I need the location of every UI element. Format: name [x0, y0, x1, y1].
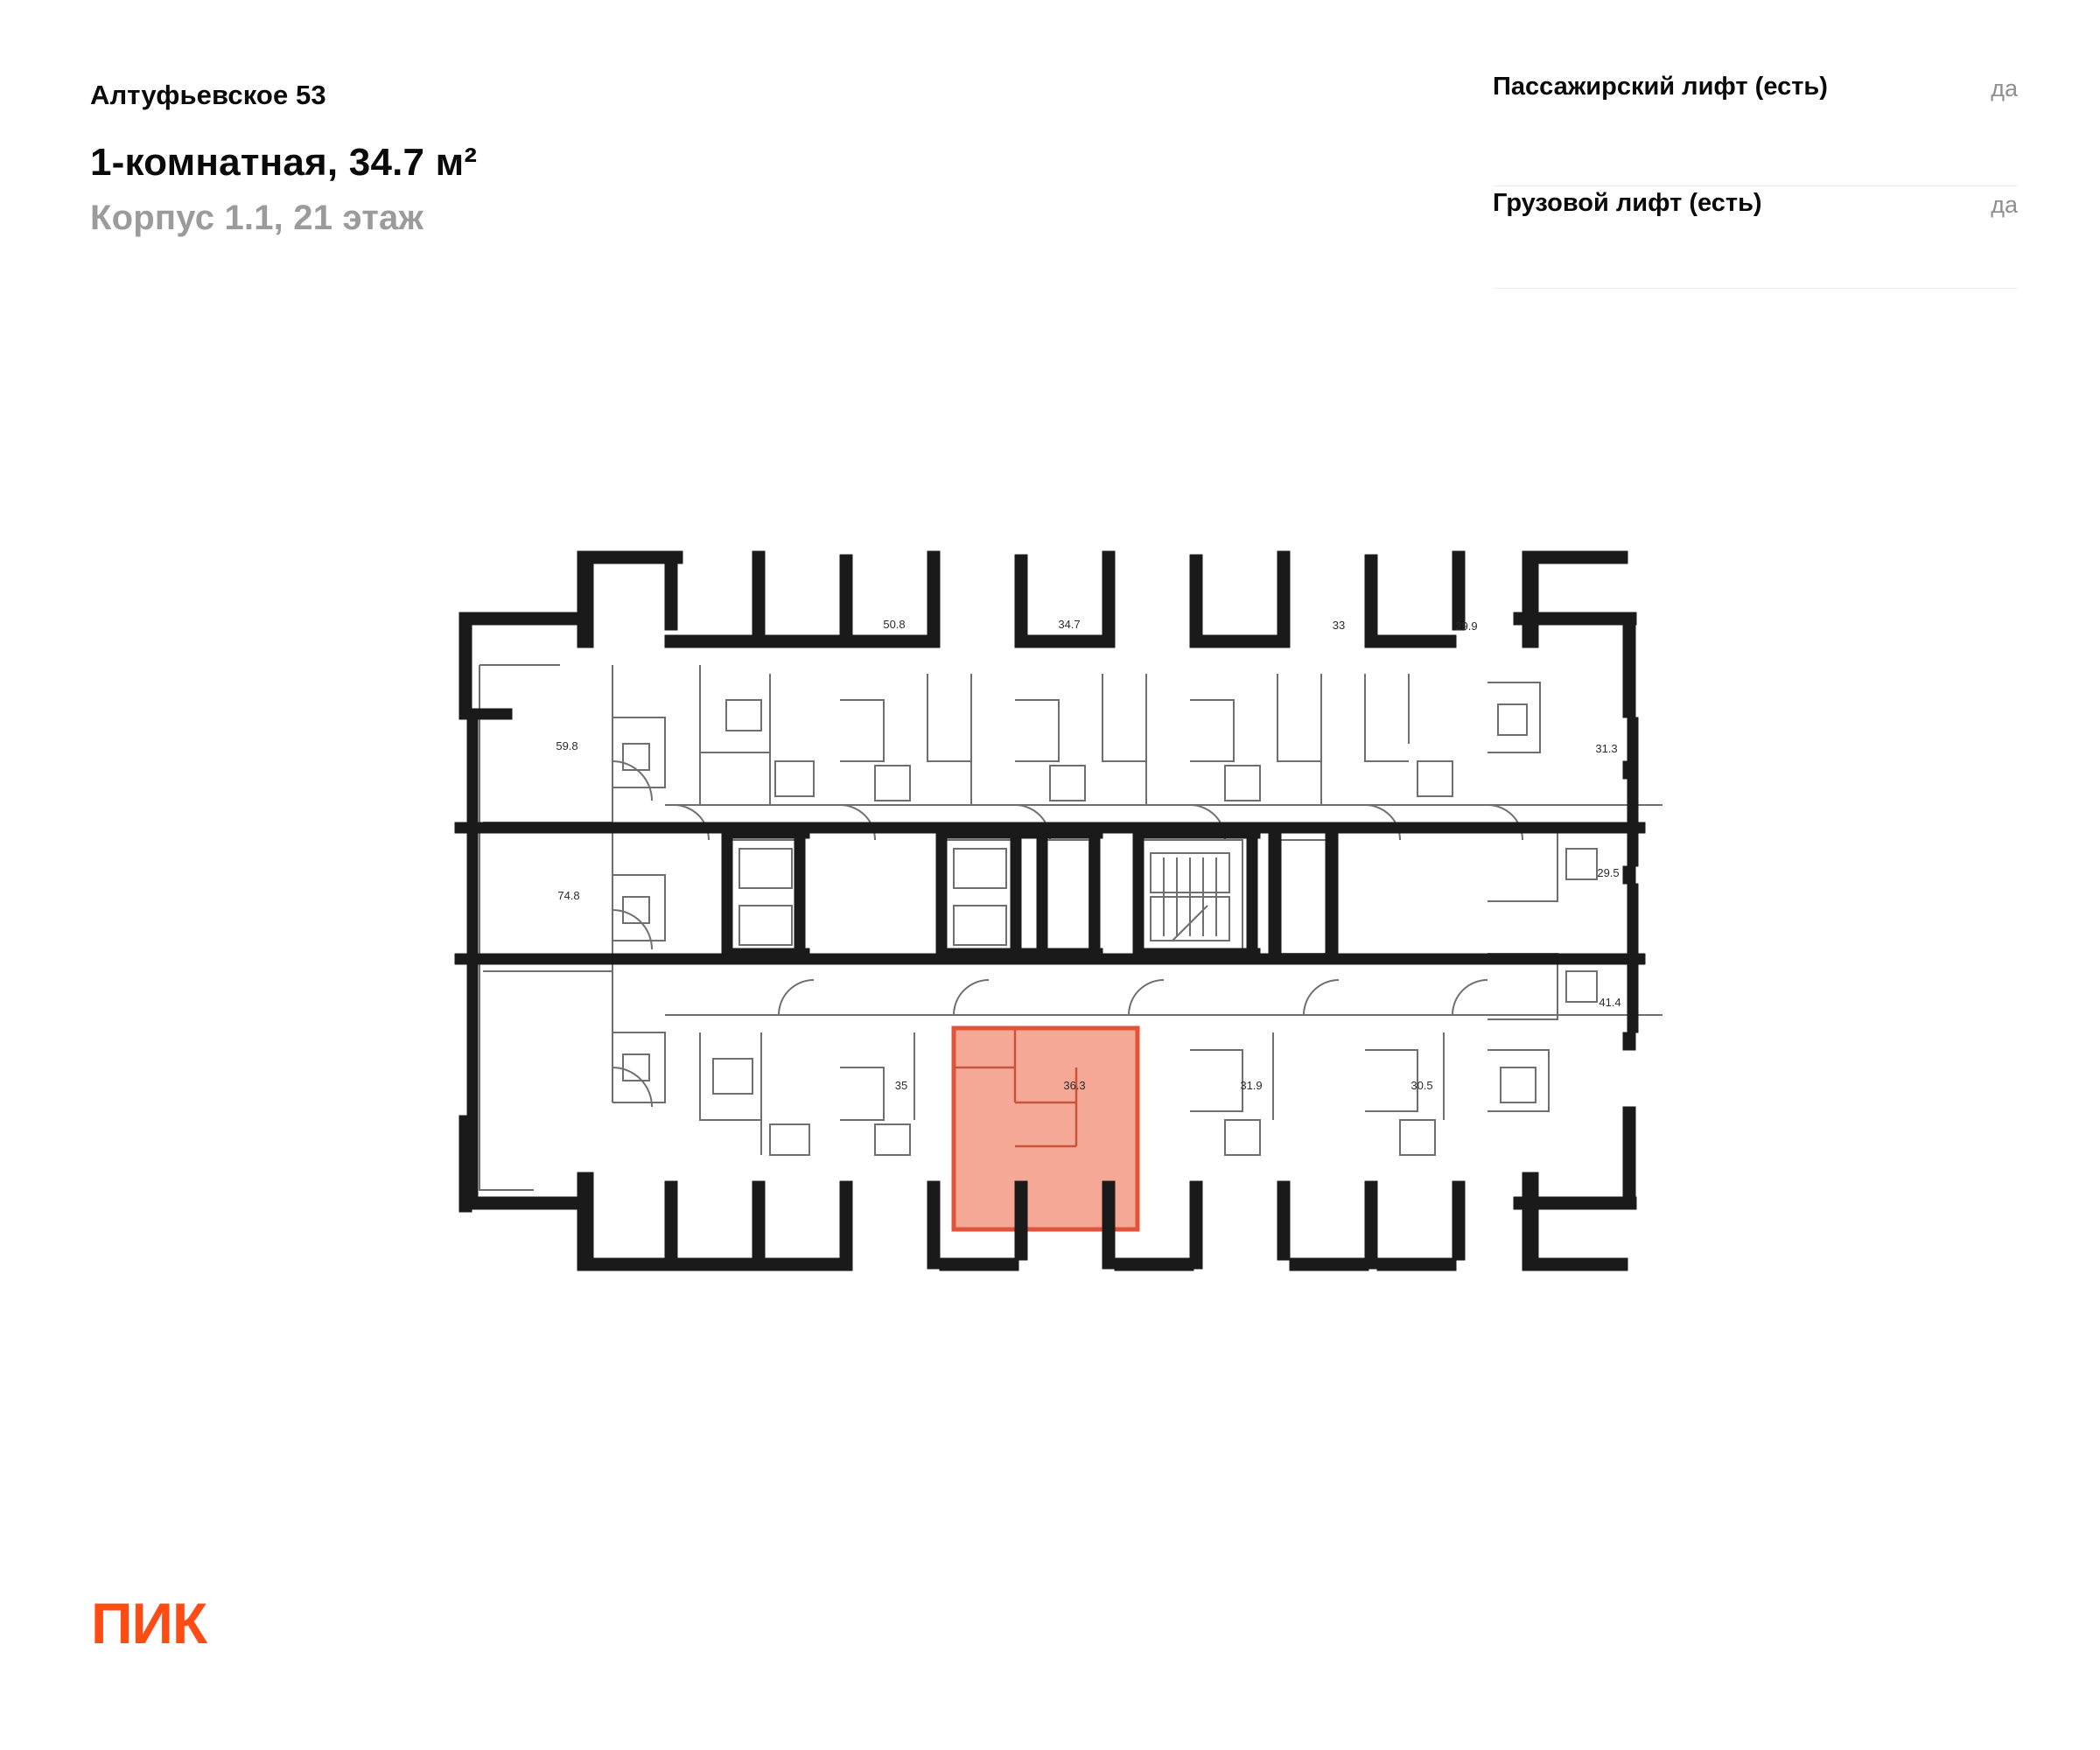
pik-logo: ПИК	[91, 1591, 207, 1656]
plan-area-labels: 50.8 34.7 33 29.9 59.8 31.3 74.8 29.5 41…	[556, 618, 1620, 1092]
complex-name: Алтуфьевское 53	[90, 80, 326, 110]
plan-thin-lines	[479, 664, 1662, 1191]
plan-structural-walls	[454, 550, 1646, 1271]
floor-plan-drawing[interactable]: 50.8 34.7 33 29.9 59.8 31.3 74.8 29.5 41…	[0, 542, 2100, 1418]
spec-row: Грузовой лифт (есть) да	[1493, 186, 2018, 289]
area-label: 50.8	[883, 618, 905, 631]
area-label: 35	[895, 1079, 907, 1092]
area-label: 31.9	[1240, 1079, 1262, 1092]
title-block: Алтуфьевское 53 1-комнатная, 34.7 м² Кор…	[90, 80, 477, 238]
spec-label-passenger-lift: Пассажирский лифт (есть)	[1493, 73, 1828, 101]
area-label: 33	[1333, 619, 1345, 632]
spec-label-freight-lift: Грузовой лифт (есть)	[1493, 189, 1762, 217]
building-floor-subtitle: Корпус 1.1, 21 этаж	[90, 198, 424, 237]
spec-row: Пассажирский лифт (есть) да	[1493, 70, 2018, 186]
spec-value-passenger-lift: да	[1991, 75, 2018, 102]
spec-value-freight-lift: да	[1991, 192, 2018, 218]
area-label: 31.3	[1595, 742, 1617, 755]
area-label: 30.5	[1410, 1079, 1432, 1092]
area-label: 41.4	[1599, 996, 1620, 1009]
page-header: Алтуфьевское 53 1-комнатная, 34.7 м² Кор…	[0, 0, 2100, 298]
area-label: 29.5	[1597, 866, 1619, 879]
specs-list: Пассажирский лифт (есть) да Грузовой лиф…	[1493, 70, 2018, 289]
area-label: 59.8	[556, 739, 578, 752]
area-label: 74.8	[557, 889, 579, 902]
floor-plan-container: 50.8 34.7 33 29.9 59.8 31.3 74.8 29.5 41…	[0, 542, 2100, 1505]
area-label: 34.7	[1058, 618, 1080, 631]
area-label: 29.9	[1455, 620, 1477, 633]
area-label-highlighted: 36.3	[1063, 1079, 1085, 1092]
page-title: 1-комнатная, 34.7 м²	[90, 141, 478, 185]
